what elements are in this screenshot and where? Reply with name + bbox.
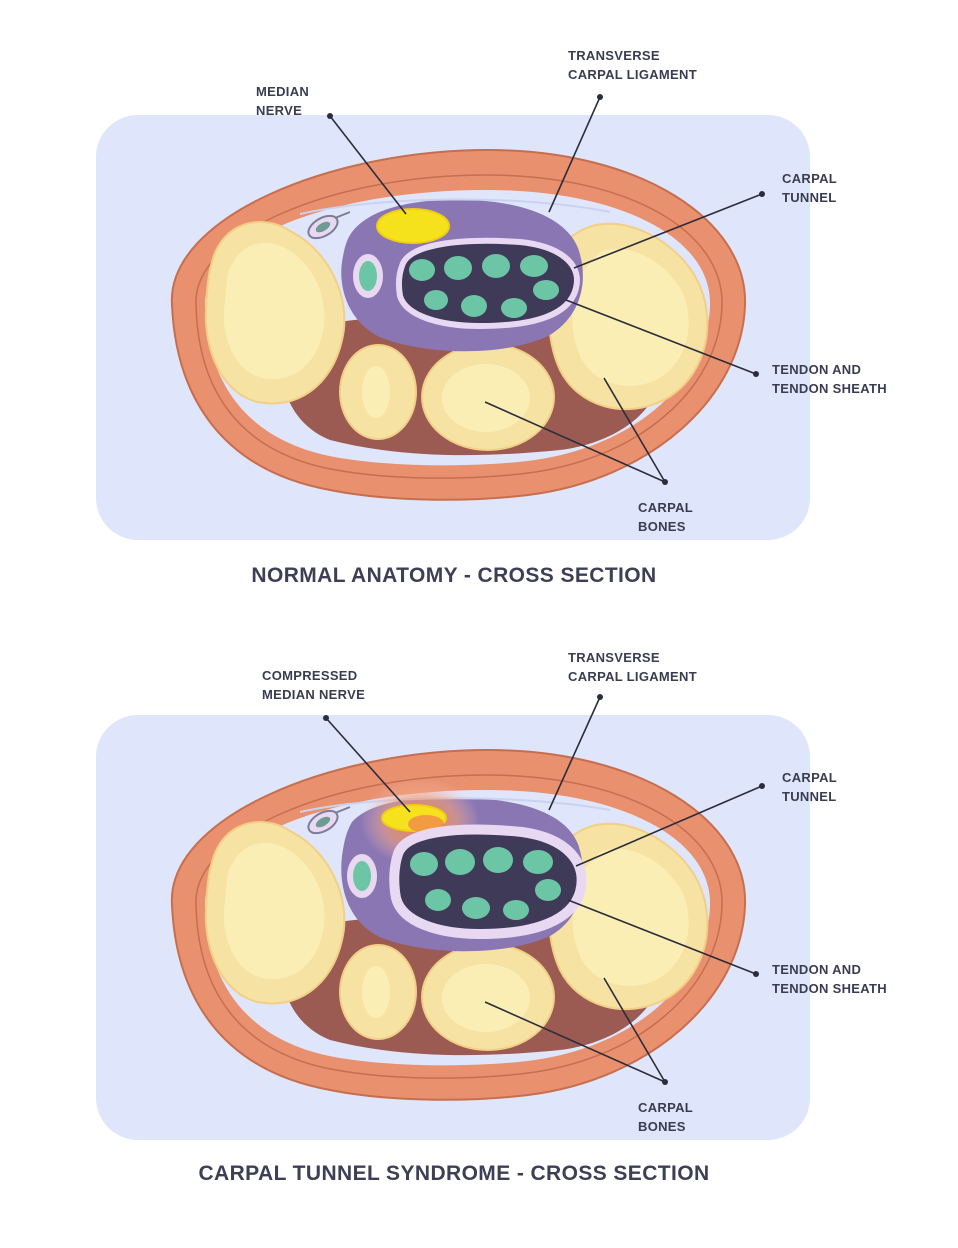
carpal-bone-left-inner [223,842,325,980]
label-transverse-carpal-ligament: TRANSVERSE CARPAL LIGAMENT [568,650,697,684]
ulnar-vessel-tail [334,806,351,814]
carpal-bone-center-inner [442,364,530,432]
subcutaneous-layer [195,774,723,1079]
tendons [410,847,561,920]
tendon [533,280,559,300]
tendon-single-core [353,861,371,891]
leader-lines [329,96,763,483]
caption-normal-anatomy: NORMAL ANATOMY - CROSS SECTION [251,564,656,587]
leader-bone-right [603,377,666,483]
tendon [482,254,510,278]
subcutaneous-layer [195,174,723,479]
carpal-tunnel-syndrome-diagram: COMPRESSED MEDIAN NERVE TRANSVERSE CARPA… [96,650,887,1185]
leader-dot [662,1079,668,1085]
transverse-carpal-ligament [299,198,611,215]
leader-dot [327,113,333,119]
leader-dot [759,783,765,789]
tendons [409,254,559,318]
label-carpal-bones: CARPAL BONES [638,500,697,534]
leader-dot [753,371,759,377]
tendon [410,852,438,876]
ulnar-artery-core [315,221,331,233]
leader-median-nerve [325,717,411,813]
leader-dot [323,715,329,721]
leader-dot [597,94,603,100]
leader-tendon [567,899,757,975]
normal-anatomy-diagram: MEDIAN NERVE TRANSVERSE CARPAL LIGAMENT … [96,48,887,587]
label-median-nerve: MEDIAN NERVE [256,84,313,118]
leader-dot [597,694,603,700]
carpal-bone-center-inner [442,964,530,1032]
leader-bone-right [603,977,666,1083]
leader-dot [759,191,765,197]
leader-tunnel [575,785,763,867]
tendon [462,897,490,919]
label-tendon-sheath: TENDON AND TENDON SHEATH [772,362,887,396]
leader-median-nerve [329,115,407,215]
tendon [425,889,451,911]
label-transverse-carpal-ligament: TRANSVERSE CARPAL LIGAMENT [568,48,697,82]
tendon [409,259,435,281]
leader-tunnel [573,193,763,269]
leader-bone-center [484,1001,666,1083]
tendon [501,298,527,318]
leader-ligament [548,96,601,213]
leader-ligament [548,696,601,811]
carpal-bone-small-inner [362,966,390,1018]
ulnar-vessel [307,806,351,835]
leader-dot [662,479,668,485]
median-nerve [376,208,450,244]
carpal-bone-right-inner [572,848,689,986]
leader-dots [327,94,765,485]
ulnar-vessel-tail [334,211,351,219]
carpal-bone-small-inner [362,366,390,418]
label-compressed-median-nerve: COMPRESSED MEDIAN NERVE [262,668,365,702]
carpal-bone-left-inner [223,242,325,380]
carpal-bone-right-inner [572,248,689,386]
tendon [535,879,561,901]
tendon [503,900,529,920]
tendon [483,847,513,873]
label-carpal-tunnel: CARPAL TUNNEL [782,770,841,804]
tendon-single-core [359,261,377,291]
label-carpal-bones: CARPAL BONES [638,1100,697,1134]
leader-bone-center [484,401,666,483]
tendon [520,255,548,277]
leader-tendon [565,299,757,375]
leader-dot [753,971,759,977]
leader-lines [325,696,763,1083]
leader-dots [323,694,765,1085]
tendon [444,256,472,280]
tendon [445,849,475,875]
ulnar-artery-core [315,816,331,828]
caption-carpal-tunnel-syndrome: CARPAL TUNNEL SYNDROME - CROSS SECTION [198,1162,709,1185]
label-carpal-tunnel: CARPAL TUNNEL [782,171,841,205]
tendon [523,850,553,874]
label-tendon-sheath: TENDON AND TENDON SHEATH [772,962,887,996]
ulnar-vessel [307,211,351,240]
tendon [461,295,487,317]
tendon [424,290,448,310]
